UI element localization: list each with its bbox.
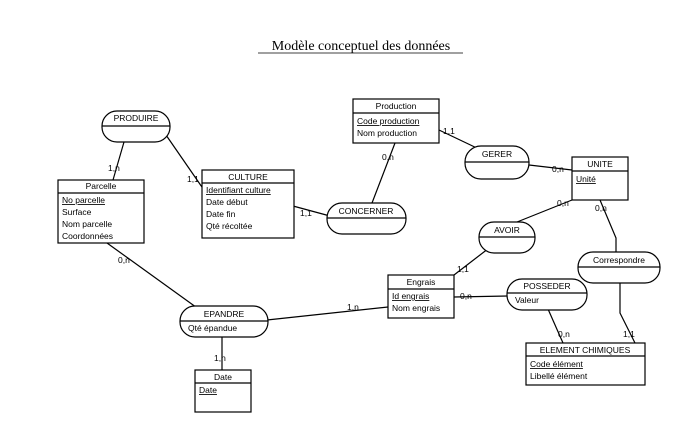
link-avoir-unite [516, 199, 573, 223]
entity-attribute: Date début [206, 197, 248, 207]
association-attribute: Valeur [515, 295, 539, 305]
cardinality-posseder-engrais: 0,n [460, 291, 472, 301]
cardinality-produire-parcelle: 1,n [108, 163, 120, 173]
entity-identifier: Code élément [530, 359, 584, 369]
entity-name: Parcelle [86, 181, 117, 191]
entity-name: Production [376, 101, 417, 111]
association-name: Correspondre [593, 255, 645, 265]
links [106, 129, 636, 370]
entity-name: Date [214, 372, 232, 382]
cardinality-epandre-parcelle: 0,n [118, 255, 130, 265]
entity-parcelle[interactable]: Parcelle No parcelle Surface Nom parcell… [57, 179, 145, 244]
association-posseder[interactable]: POSSEDER Valeur [506, 278, 588, 311]
cardinality-gerer-unite: 0,n [552, 164, 564, 174]
cardinality-produire-culture: 1,1 [187, 174, 199, 184]
cardinality-posseder-element: 0,n [558, 329, 570, 339]
link-gerer-unite [528, 164, 573, 171]
cardinality-epandre-engrais: 1,n [347, 302, 359, 312]
entity-attribute: Surface [62, 207, 92, 217]
link-produire-parcelle [112, 141, 125, 181]
entity-name: CULTURE [228, 172, 268, 182]
cardinality-correspondre-unite: 0,n [595, 203, 607, 213]
association-concerner[interactable]: CONCERNER [326, 202, 407, 235]
entity-production[interactable]: Production Code production Nom productio… [352, 98, 440, 144]
entity-attribute: Date fin [206, 209, 236, 219]
entity-name: Engrais [407, 277, 436, 287]
link-produire-culture [165, 134, 205, 191]
entity-attribute: Nom engrais [392, 303, 440, 313]
association-name: CONCERNER [339, 206, 394, 216]
association-correspondre[interactable]: Correspondre [577, 251, 661, 284]
cardinality-avoir-engrais: 1,1 [457, 264, 469, 274]
entity-attribute: Qté récoltée [206, 221, 253, 231]
entity-name: ELEMENT CHIMIQUES [540, 345, 631, 355]
entity-identifier: Unité [576, 174, 596, 184]
entity-attribute: Nom production [357, 128, 417, 138]
link-posseder-element [547, 308, 564, 344]
link-engrais-posseder [453, 295, 509, 298]
entity-attribute: Nom parcelle [62, 219, 112, 229]
cardinalities: 1,n 1,1 1,1 0,n 1,1 0,n 0,n 1,1 0,n 1,1 … [108, 126, 635, 363]
link-parcelle-epandre [106, 242, 201, 311]
association-attribute: Qté épandue [188, 323, 237, 333]
entity-attribute: Coordonnées [62, 231, 113, 241]
entity-unite[interactable]: UNITE Unité [571, 156, 629, 201]
association-produire[interactable]: PRODUIRE [101, 110, 171, 143]
entity-name: UNITE [587, 159, 613, 169]
entity-identifier: Id engrais [392, 291, 429, 301]
association-epandre[interactable]: EPANDRE Qté épandue [179, 305, 269, 338]
entity-identifier: Identifiant culture [206, 185, 271, 195]
link-culture-concerner [292, 205, 331, 217]
entity-element-chimiques[interactable]: ELEMENT CHIMIQUES Code élément Libellé é… [525, 342, 646, 386]
entity-identifier: Code production [357, 116, 420, 126]
link-concerner-production [371, 142, 396, 204]
cardinality-gerer-production: 1,1 [443, 126, 455, 136]
association-name: POSSEDER [523, 281, 570, 291]
association-name: GERER [482, 149, 512, 159]
cardinality-correspondre-element: 1,1 [623, 329, 635, 339]
link-correspondre-element [619, 283, 636, 344]
entity-identifier: No parcelle [62, 195, 105, 205]
link-unite-correspondre [599, 199, 617, 252]
cardinality-concerner-culture: 1,1 [300, 208, 312, 218]
cardinality-avoir-unite: 0,n [557, 198, 569, 208]
diagram-title: Modèle conceptuel des données [272, 39, 450, 54]
entity-attribute: Libellé élément [530, 371, 588, 381]
cardinality-concerner-production: 0,n [382, 152, 394, 162]
entity-culture[interactable]: CULTURE Identifiant culture Date début D… [201, 169, 295, 239]
entity-date[interactable]: Date Date [194, 369, 252, 413]
link-production-gerer [438, 129, 482, 151]
association-avoir[interactable]: AVOIR [478, 221, 536, 254]
entity-engrais[interactable]: Engrais Id engrais Nom engrais [387, 274, 455, 319]
association-name: EPANDRE [204, 309, 245, 319]
association-name: PRODUIRE [114, 113, 159, 123]
association-gerer[interactable]: GERER [464, 145, 530, 180]
association-name: AVOIR [494, 225, 520, 235]
entity-identifier: Date [199, 385, 217, 395]
cardinality-epandre-date: 1,n [214, 353, 226, 363]
link-epandre-engrais [266, 306, 389, 321]
